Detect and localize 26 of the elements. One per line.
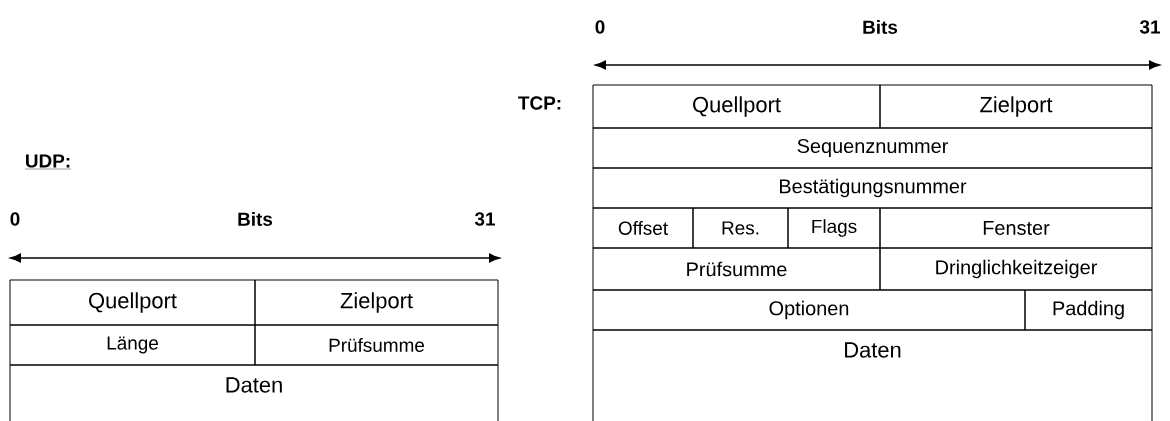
field-cell: Padding: [1024, 289, 1153, 331]
tick-label: 31: [474, 212, 495, 226]
field-cell: Bestätigungsnummer: [592, 167, 1153, 209]
field-cell: Res.: [692, 207, 789, 249]
field-cell: Sequenznummer: [592, 127, 1153, 169]
tick-label: 0: [10, 212, 20, 226]
field-cell: Dringlichkeitzeiger: [879, 247, 1153, 291]
field-cell: Quellport: [9, 279, 256, 326]
field-cell: Quellport: [592, 84, 881, 129]
axis-label: Bits: [863, 20, 898, 34]
field-cell: Offset: [592, 207, 694, 249]
field-cell: Länge: [9, 324, 256, 366]
field-cell: Optionen: [592, 289, 1026, 331]
axis-label: Bits: [238, 212, 273, 226]
field-cell: Zielport: [879, 84, 1153, 129]
field-cell: Prüfsumme: [254, 324, 499, 366]
field-cell: Prüfsumme: [592, 247, 881, 291]
field-cell: Flags: [787, 207, 881, 249]
tick-label: 0: [595, 20, 605, 34]
protocol-label: UDP:: [24, 154, 72, 170]
field-cell: Daten: [592, 329, 1153, 421]
field-cell: Zielport: [254, 279, 499, 326]
field-cell: Fenster: [879, 207, 1153, 249]
protocol-label: TCP:: [518, 96, 561, 110]
field-cell: Daten: [9, 364, 499, 421]
tick-label: 31: [1139, 20, 1160, 34]
